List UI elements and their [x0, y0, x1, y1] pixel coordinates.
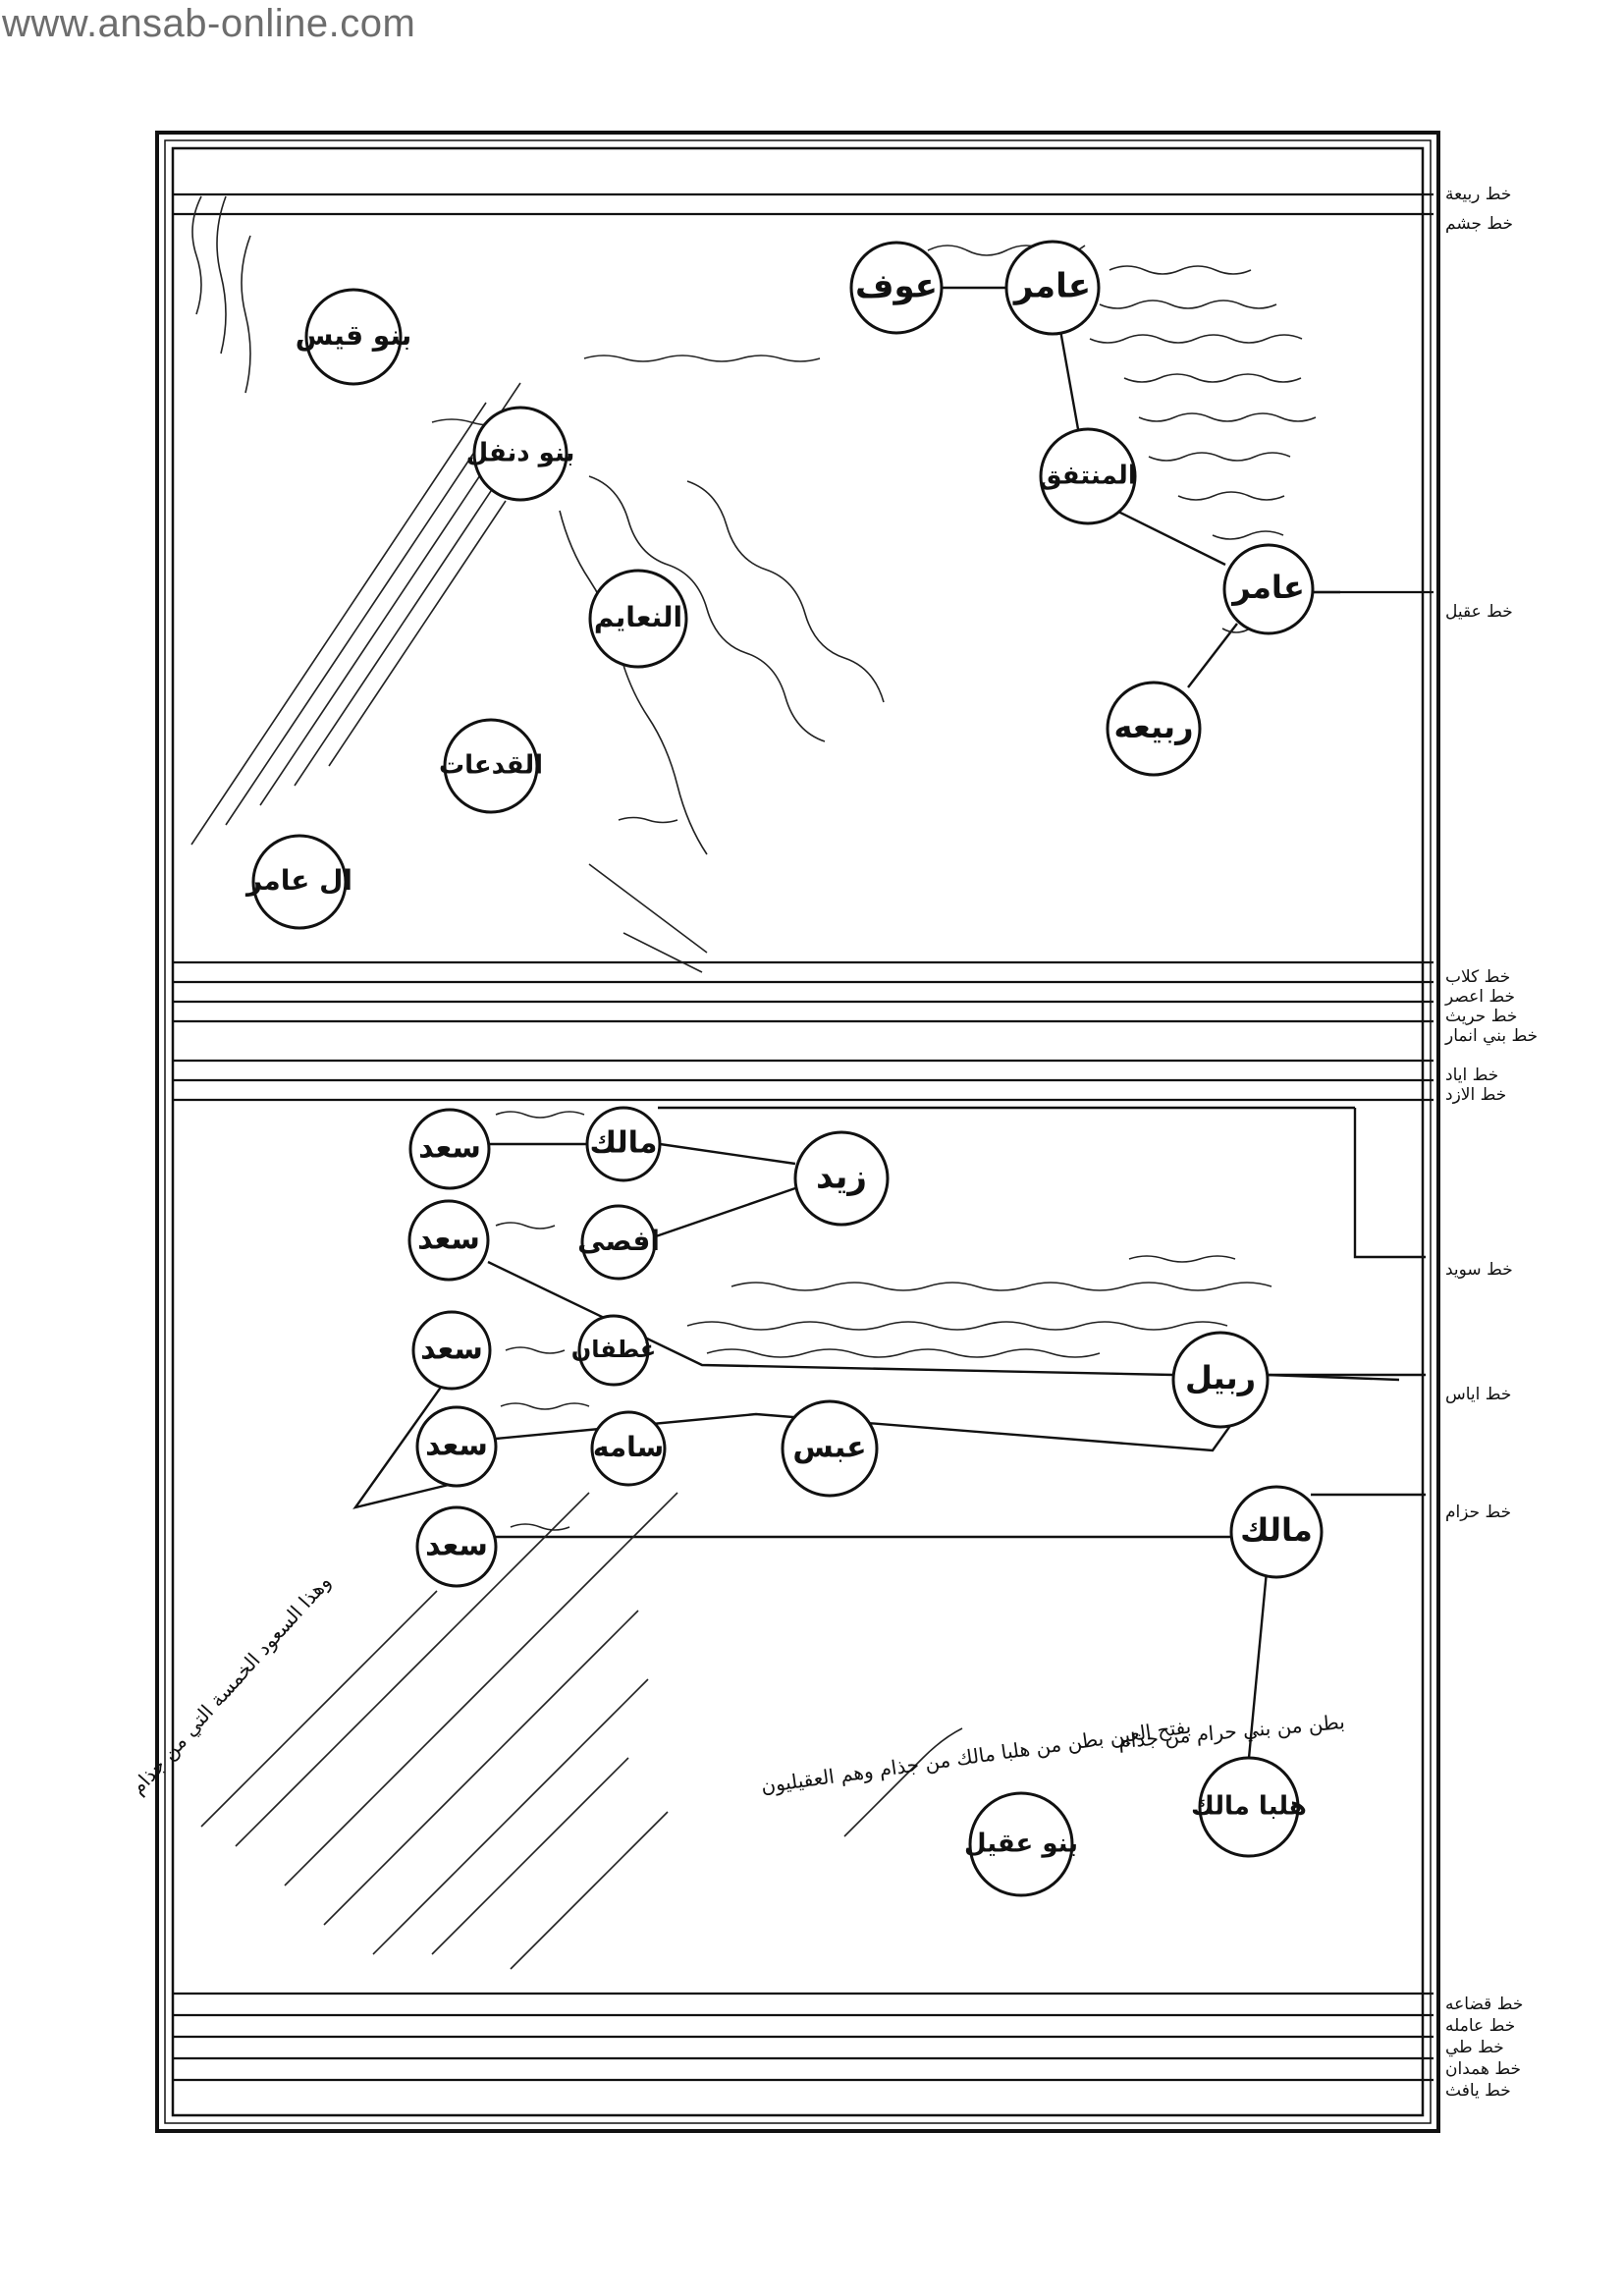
node-naaim: النعايم [588, 569, 688, 669]
margin-label-suwaid: خط سويد [1445, 1260, 1513, 1280]
margin-label-yafith: خط يافث [1445, 2081, 1511, 2101]
svg-text:سامه: سامه [593, 1431, 664, 1463]
svg-text:زيد: زيد [816, 1158, 867, 1197]
node-saad-3: سعد [411, 1310, 492, 1391]
svg-text:غطفان: غطفان [571, 1336, 657, 1363]
margin-label-amila: خط عامله [1445, 2016, 1515, 2036]
tribal-rules [173, 192, 1434, 2082]
margin-label-huraith: خط حريث [1445, 1007, 1517, 1026]
node-bani-dunfal: بنو دنفل [466, 406, 575, 502]
node-halba-malik: هلبا مالك [1191, 1756, 1307, 1858]
margin-label-jusham: خط جشم [1445, 214, 1513, 234]
svg-text:عامر: عامر [1230, 569, 1305, 606]
node-saad-5: سعد [415, 1505, 498, 1588]
node-bani-qais: بنو قيس [296, 288, 412, 386]
margin-label-tay: خط طي [1445, 2038, 1504, 2057]
svg-text:ربيل: ربيل [1185, 1359, 1256, 1396]
node-amir-top: عامر [1004, 240, 1101, 336]
tree-nodes: عوف عامر المنتفق عامر ربيعه بنو قيس بنو … [244, 240, 1324, 1897]
svg-text:سعد: سعد [417, 1223, 480, 1257]
margin-label-iyad: خط اياد [1445, 1066, 1498, 1085]
margin-label-usair: خط اعصر [1444, 987, 1515, 1007]
svg-text:النعايم: النعايم [594, 601, 682, 633]
node-afsa: افصى [577, 1204, 660, 1281]
node-rabil: ربيل [1171, 1331, 1270, 1429]
svg-text:عبس: عبس [792, 1431, 866, 1465]
node-bani-uqail: بنو عقيل [964, 1791, 1078, 1897]
svg-text:سعد: سعد [425, 1429, 488, 1463]
svg-text:القدعات: القدعات [439, 751, 543, 781]
node-amir-mid: عامر [1222, 543, 1315, 635]
halba-note: بطن من بني حرام من جذام [1117, 1710, 1346, 1754]
margin-label-qudaa: خط قضاعه [1445, 1995, 1523, 2014]
svg-text:بنو قيس: بنو قيس [296, 319, 412, 352]
node-muntafiq: المنتفق [1039, 427, 1137, 525]
node-rabia: ربيعه [1106, 681, 1202, 777]
node-saad-4: سعد [415, 1405, 498, 1488]
node-abs: عبس [781, 1399, 879, 1498]
node-awf: عوف [849, 241, 944, 335]
margin-label-rabia: خط ربيعة [1445, 185, 1511, 204]
node-saad-2: سعد [407, 1199, 490, 1282]
uqail-note: بفتح العين بطن من هلبا مالك من جذام وهم … [760, 1714, 1193, 1797]
svg-text:عوف: عوف [855, 267, 938, 306]
svg-text:سعد: سعد [418, 1131, 481, 1166]
svg-text:هلبا مالك: هلبا مالك [1191, 1792, 1307, 1822]
notes: بفتح العين بطن من هلبا مالك من جذام وهم … [126, 1570, 1346, 1800]
svg-text:سعد: سعد [425, 1529, 488, 1563]
margin-label-uqail: خط عقيل [1445, 602, 1513, 622]
margin-label-hizam: خط حزام [1445, 1503, 1511, 1522]
margin-label-anmar: خط بني انمار [1444, 1026, 1538, 1046]
svg-text:بنو عقيل: بنو عقيل [964, 1830, 1078, 1859]
svg-text:مالك: مالك [1240, 1511, 1313, 1549]
svg-text:سعد: سعد [420, 1333, 483, 1367]
margin-label-iyas: خط اياس [1445, 1385, 1511, 1404]
svg-text:ربيعه: ربيعه [1114, 708, 1194, 745]
node-saad-1: سعد [408, 1108, 491, 1190]
svg-text:عامر: عامر [1012, 267, 1091, 306]
node-sama: سامه [590, 1410, 667, 1487]
margin-label-hamdan: خط همدان [1445, 2059, 1521, 2079]
node-al-amir: ال عامر [244, 834, 352, 930]
svg-text:بنو دنفل: بنو دنفل [466, 439, 575, 468]
page-frame [155, 131, 1440, 2133]
node-zaid: زيد [793, 1130, 890, 1227]
svg-text:المنتفق: المنتفق [1039, 462, 1136, 491]
margin-label-azd: خط الازد [1445, 1085, 1506, 1105]
margin-labels: خط ربيعة خط جشم خط عقيل خط كلاب خط اعصر … [1444, 185, 1538, 2101]
node-malik-1: مالك [585, 1106, 662, 1182]
svg-text:ال عامر: ال عامر [244, 864, 352, 897]
node-qudaat: القدعات [439, 718, 543, 814]
node-ghatfan: غطفان [571, 1314, 657, 1387]
manuscript-annotations [190, 195, 1317, 1970]
margin-label-kilab: خط كلاب [1445, 967, 1510, 987]
node-malik-2: مالك [1229, 1485, 1324, 1579]
svg-text:افصى: افصى [577, 1225, 660, 1257]
site-watermark: www.ansab-online.com [2, 2, 416, 45]
svg-text:مالك: مالك [589, 1126, 657, 1161]
